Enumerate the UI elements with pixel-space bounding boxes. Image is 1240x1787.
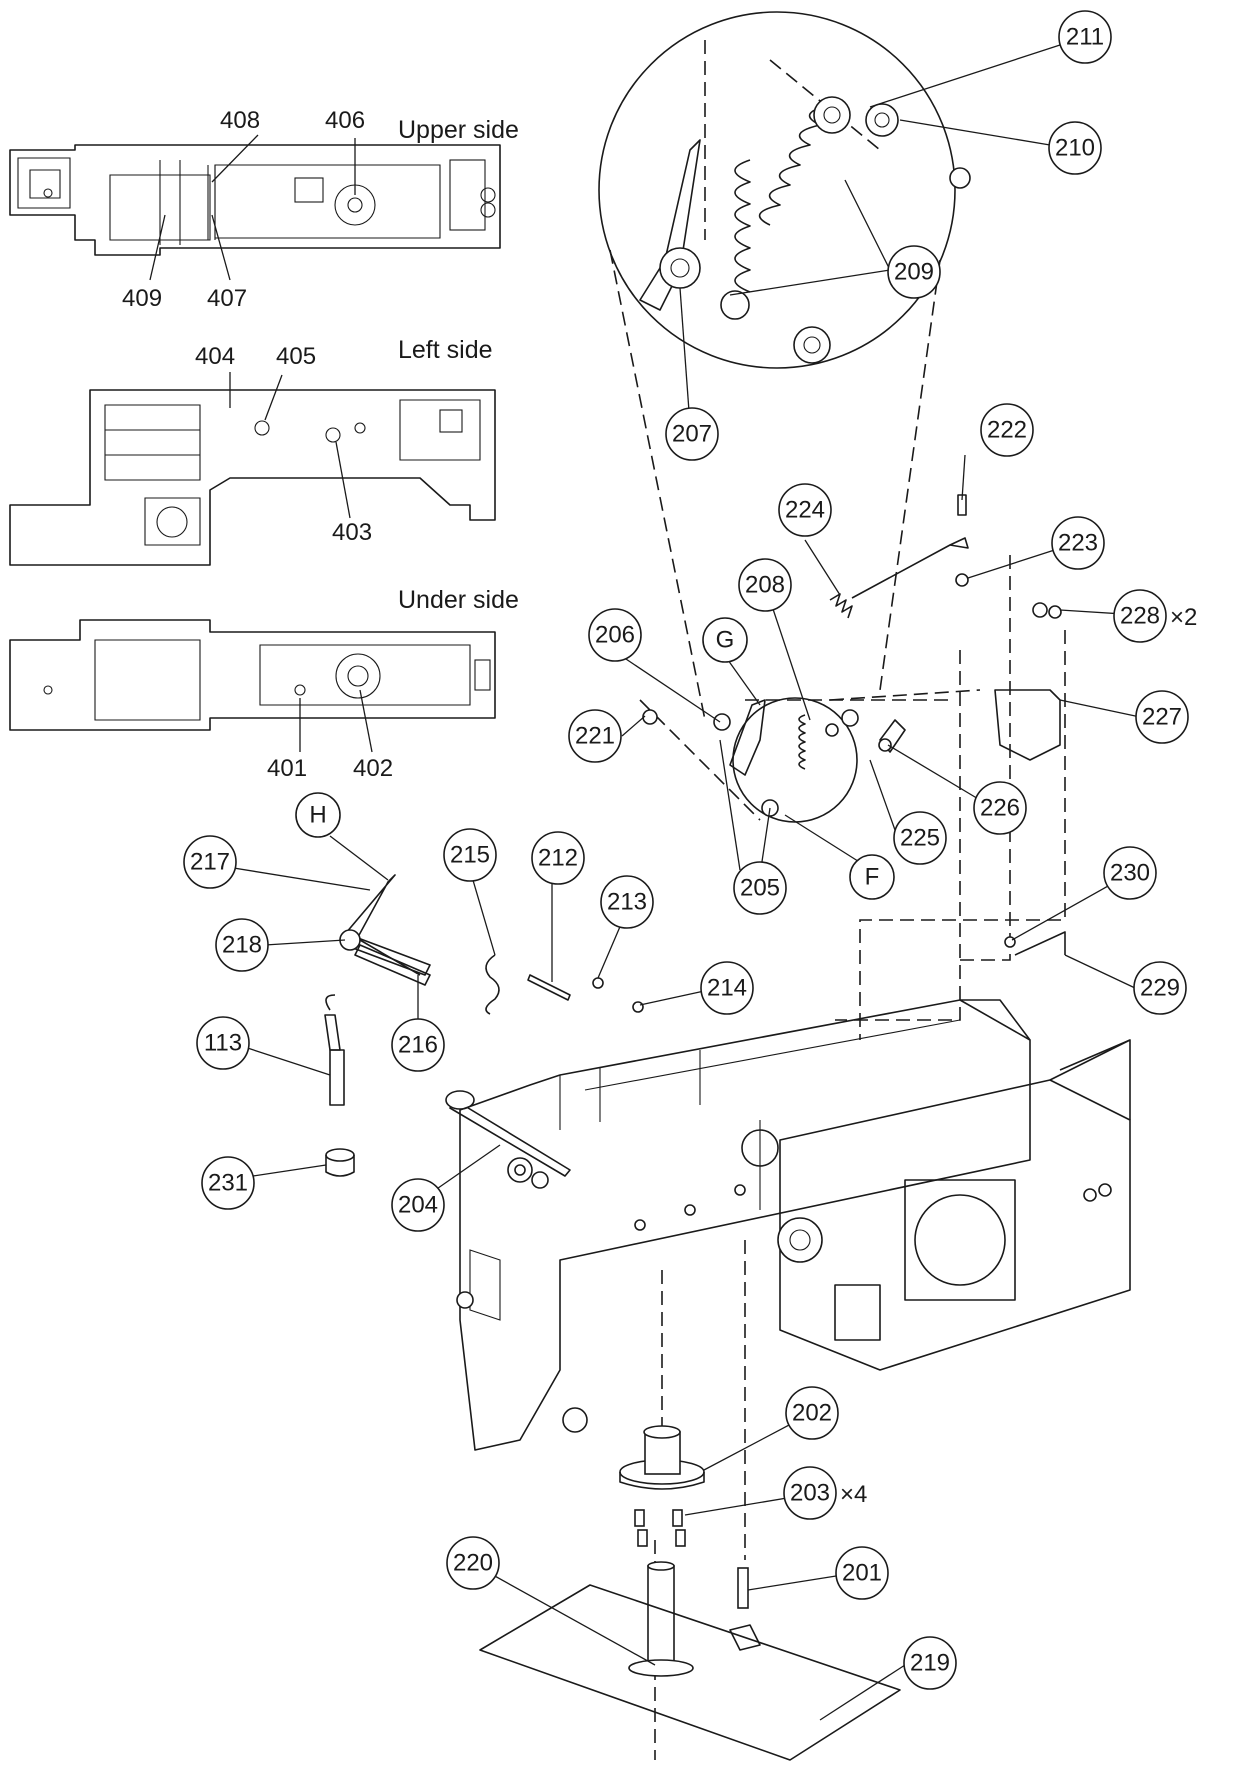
- callout-227: [1135, 690, 1189, 744]
- callout-113-label: 113: [204, 1030, 242, 1057]
- callout-223: [1051, 516, 1105, 570]
- callout-210-label: 210: [1055, 135, 1095, 162]
- callout-203-label: 203: [790, 1480, 830, 1507]
- callout-223-label: 223: [1058, 530, 1098, 557]
- left-view-label-2: 405: [276, 343, 316, 370]
- callout-216: [391, 1018, 445, 1072]
- left-view-label-3: 403: [332, 519, 372, 546]
- callout-201: [835, 1546, 889, 1600]
- under-side-title: Under side: [398, 586, 519, 614]
- callout-224-label: 224: [785, 497, 825, 524]
- callout-203: [783, 1466, 837, 1520]
- callout-216-label: 216: [398, 1032, 438, 1059]
- callout-225: [893, 811, 947, 865]
- callout-217-label: 217: [190, 849, 230, 876]
- callout-230-label: 230: [1110, 860, 1150, 887]
- detail-magnifier: [598, 11, 971, 721]
- under-side-view: 401 402 Under side: [9, 586, 519, 782]
- callout-211: [1058, 10, 1112, 64]
- callout-207: [665, 407, 719, 461]
- left-view-label-1: 404: [195, 343, 235, 370]
- callout-221-label: 221: [575, 723, 615, 750]
- callout-229-label: 229: [1140, 975, 1180, 1002]
- callout-212-label: 212: [538, 845, 578, 872]
- callout-212: [531, 831, 585, 885]
- callout-206-label: 206: [595, 622, 635, 649]
- upper-view-label-1: 408: [220, 107, 260, 134]
- callout-226-label: 226: [980, 795, 1020, 822]
- callout-202: [785, 1386, 839, 1440]
- callout-231-label: 231: [208, 1170, 248, 1197]
- callout-203-qty: ×4: [840, 1481, 867, 1508]
- mechanism-parts: [324, 494, 1066, 1177]
- callout-222-label: 222: [987, 417, 1027, 444]
- base-parts: [479, 1240, 901, 1761]
- callout-221: [568, 709, 622, 763]
- callout-218-label: 218: [222, 932, 262, 959]
- callout-222: [980, 403, 1034, 457]
- callout-211-label: 211: [1066, 24, 1104, 51]
- callout-g-label: G: [716, 627, 735, 654]
- callout-213-label: 213: [607, 889, 647, 916]
- under-view-label-2: 402: [353, 755, 393, 782]
- callout-228-label: 228: [1120, 603, 1160, 630]
- callout-225-label: 225: [900, 825, 940, 852]
- callout-f: [849, 854, 895, 900]
- callout-228: [1113, 589, 1167, 643]
- callout-h: [295, 792, 341, 838]
- callout-214: [700, 961, 754, 1015]
- callout-226: [973, 781, 1027, 835]
- callout-220-label: 220: [453, 1550, 493, 1577]
- callout-210: [1048, 121, 1102, 175]
- under-view-label-1: 401: [267, 755, 307, 782]
- callout-218: [215, 918, 269, 972]
- callout-231: [201, 1156, 255, 1210]
- callout-208: [738, 558, 792, 612]
- callout-208-label: 208: [745, 572, 785, 599]
- callout-205: [733, 861, 787, 915]
- callout-113: [196, 1016, 250, 1070]
- callout-229: [1133, 961, 1187, 1015]
- callouts: 211 210 209 207 222 224 223 208 G 206 22…: [183, 10, 1197, 1721]
- arm-body: [456, 999, 1131, 1451]
- callout-206: [588, 608, 642, 662]
- callout-227-label: 227: [1142, 704, 1182, 731]
- callout-213: [600, 875, 654, 929]
- callout-217: [183, 835, 237, 889]
- callout-209-label: 209: [894, 259, 934, 286]
- upper-view-label-4: 407: [207, 285, 247, 312]
- callout-g: [702, 617, 748, 663]
- callout-214-label: 214: [707, 975, 747, 1002]
- callout-202-label: 202: [792, 1400, 832, 1427]
- callout-f-label: F: [865, 864, 880, 891]
- callout-215: [443, 828, 497, 882]
- callout-205-label: 205: [740, 875, 780, 902]
- callout-204: [391, 1178, 445, 1232]
- callout-209: [887, 245, 941, 299]
- callout-201-label: 201: [842, 1560, 882, 1587]
- callout-207-label: 207: [672, 421, 712, 448]
- upper-view-label-3: 409: [122, 285, 162, 312]
- callout-228-qty: ×2: [1170, 604, 1197, 631]
- left-side-view: 404 405 403 Left side: [9, 336, 496, 566]
- callout-220: [446, 1536, 500, 1590]
- callout-219-label: 219: [910, 1650, 950, 1677]
- callout-204-label: 204: [398, 1192, 438, 1219]
- upper-view-label-2: 406: [325, 107, 365, 134]
- callout-219: [903, 1636, 957, 1690]
- upper-side-title: Upper side: [398, 116, 519, 144]
- callout-230: [1103, 846, 1157, 900]
- callout-215-label: 215: [450, 842, 490, 869]
- left-side-title: Left side: [398, 336, 493, 364]
- callout-224: [778, 483, 832, 537]
- callout-h-label: H: [309, 802, 326, 829]
- upper-side-view: 408 406 409 407 Upper side: [9, 107, 519, 312]
